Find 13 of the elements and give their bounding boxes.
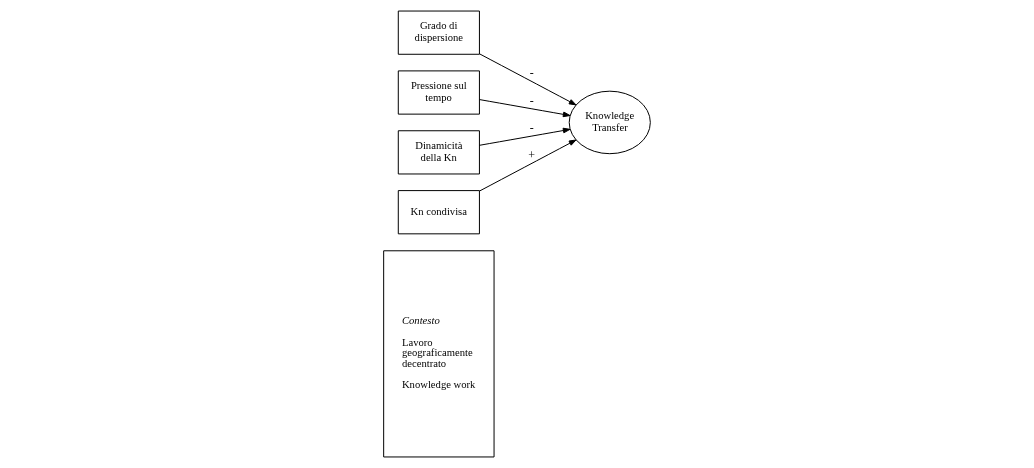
arrow <box>479 139 577 192</box>
node-box: Contesto Lavoro geograficamente decentrato Knowledge work <box>383 250 495 458</box>
node-box: Pressione sul tempo <box>397 70 480 115</box>
arrow <box>479 99 571 118</box>
node-box: Kn condivisa <box>397 190 480 235</box>
node-box: Grado di dispersione <box>397 10 480 55</box>
edge-label: - <box>529 121 534 136</box>
arrow <box>479 53 577 106</box>
edge-label: + <box>528 147 536 162</box>
node-box: Dinamicità della Kn <box>397 130 480 175</box>
arrow <box>479 127 571 146</box>
edge-label: - <box>529 65 534 80</box>
edge-label: - <box>529 93 534 108</box>
